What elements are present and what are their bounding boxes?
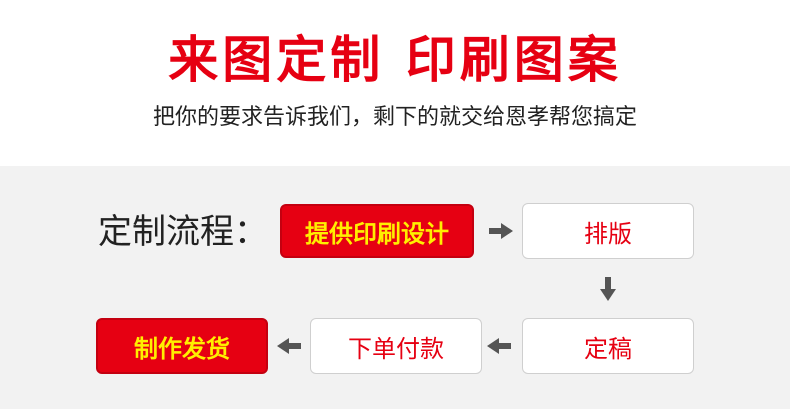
flow-label: 定制流程：	[98, 212, 268, 252]
arrow-down-icon	[595, 276, 621, 302]
arrow-right-icon	[488, 218, 514, 244]
arrow-left-icon	[276, 333, 302, 359]
step-provide-design: 提供印刷设计	[280, 204, 474, 258]
step-finalize: 定稿	[522, 318, 694, 374]
arrow-left-icon	[486, 333, 512, 359]
page-title: 来图定制 印刷图案	[168, 31, 622, 89]
step-order-payment: 下单付款	[310, 318, 482, 374]
step-produce-ship: 制作发货	[96, 318, 268, 374]
page-subtitle: 把你的要求告诉我们，剩下的就交给恩孝帮您搞定	[152, 105, 637, 130]
step-layout: 排版	[522, 203, 694, 259]
